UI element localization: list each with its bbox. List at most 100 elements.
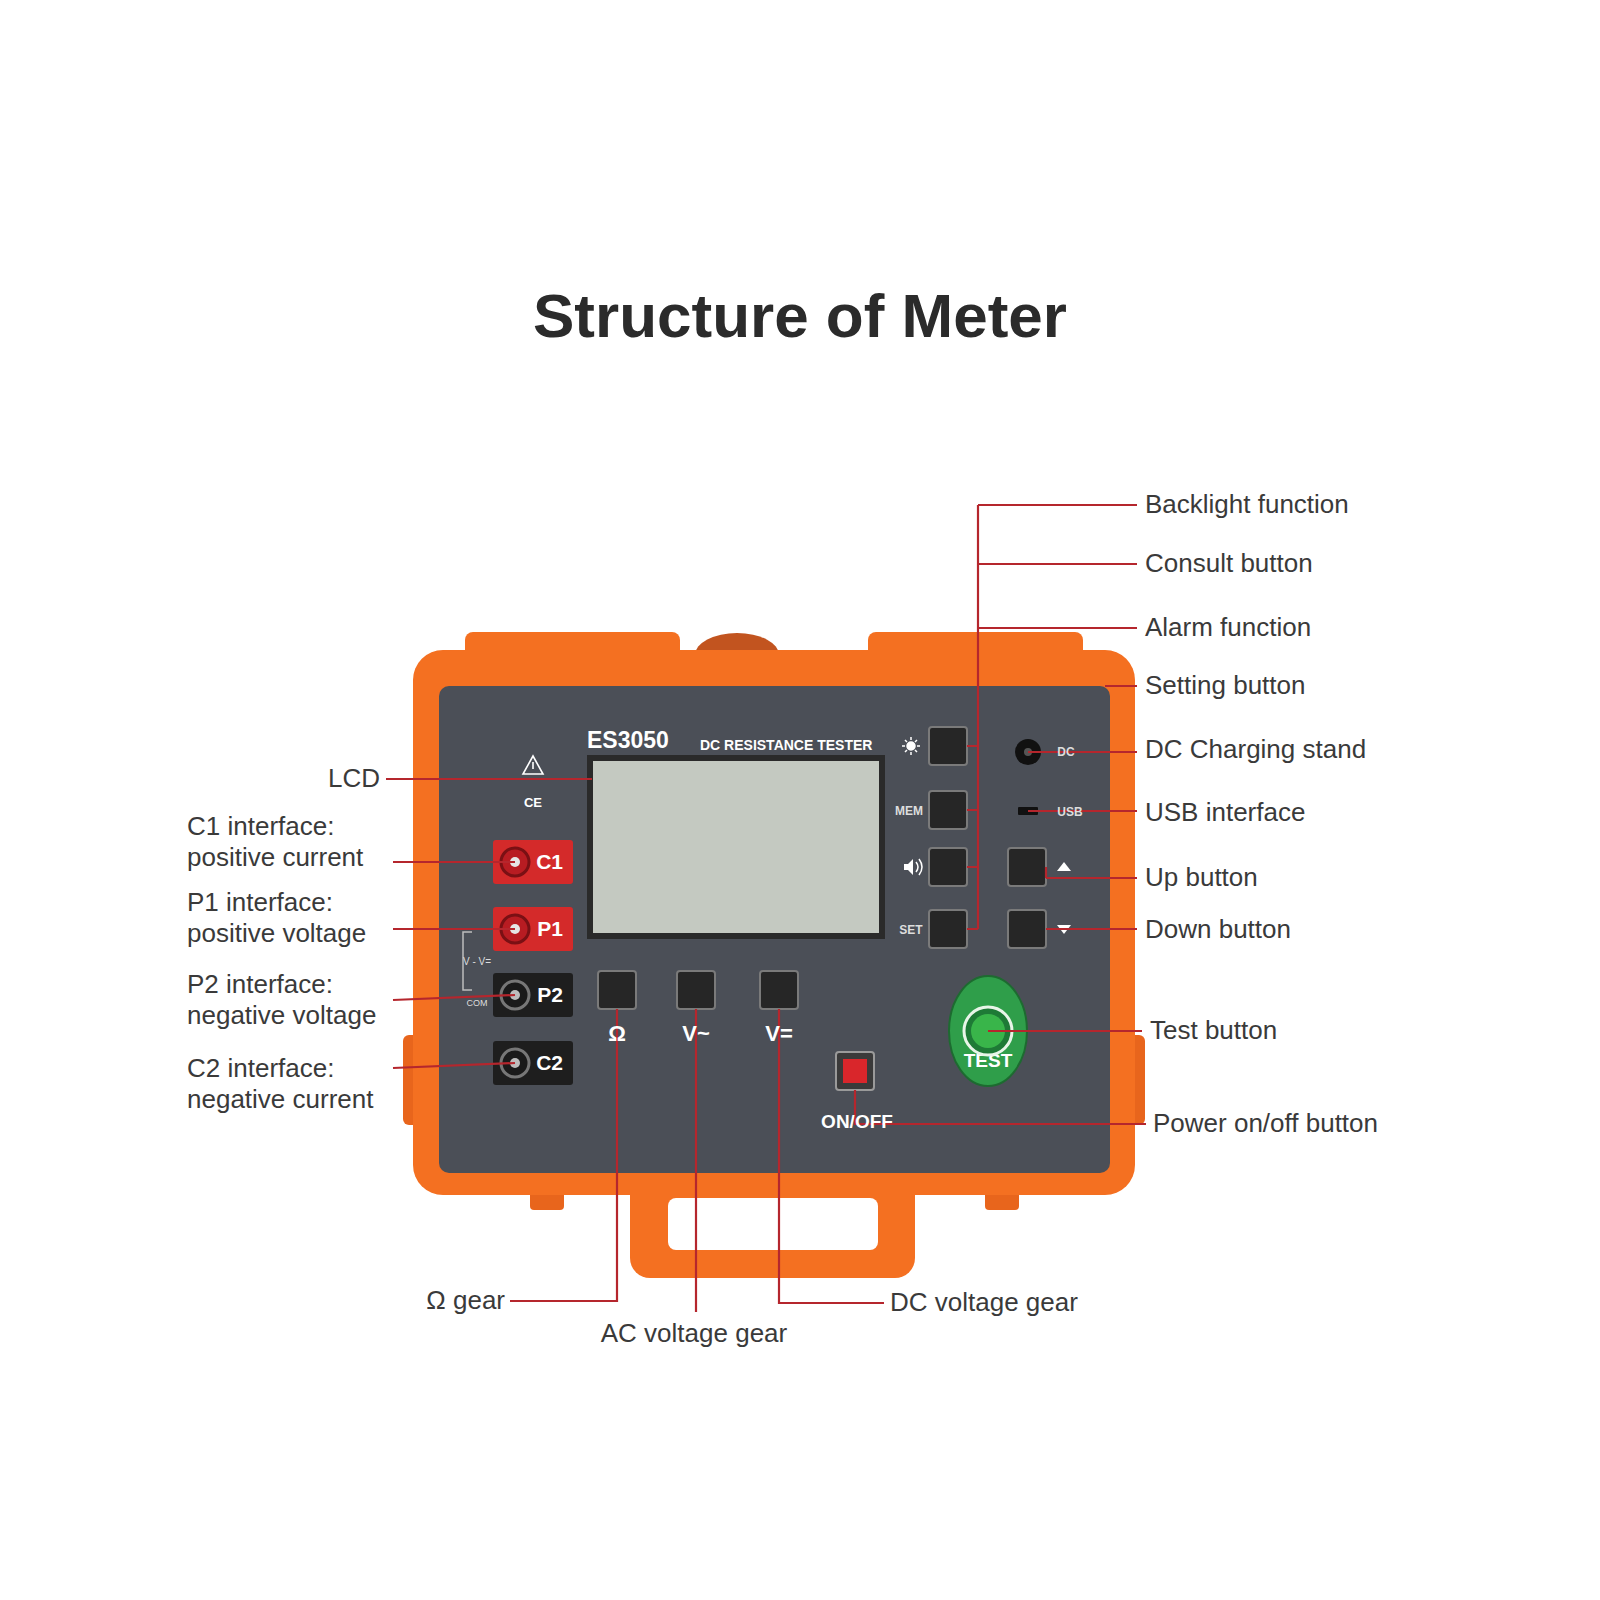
case-tab	[403, 1035, 427, 1125]
down-arrow	[1057, 925, 1071, 934]
jack-socket	[501, 981, 529, 1009]
front-panel	[439, 686, 1110, 1173]
meter-case	[413, 650, 1135, 1195]
callout-label: USB interface	[1145, 797, 1305, 828]
callout-label: Down button	[1145, 914, 1291, 945]
leader-lines	[386, 505, 1146, 1312]
mem-key	[929, 791, 967, 829]
terminal-plate: P1	[493, 907, 573, 951]
leader-line	[978, 505, 1137, 686]
callout-label: Backlight function	[1145, 489, 1349, 520]
speaker-icon	[904, 859, 922, 875]
jack-pin	[510, 990, 520, 1000]
leader-line	[855, 1090, 1146, 1124]
leader-line	[393, 995, 515, 1000]
jack-socket	[501, 1049, 529, 1077]
product-name: DC RESISTANCE TESTER	[700, 737, 872, 754]
leader-line	[1046, 928, 1137, 930]
callout-label: P1 interface: positive voltage	[187, 887, 402, 949]
case-bump	[465, 632, 680, 677]
callout-label: LCD	[328, 763, 380, 794]
leader-line	[1046, 867, 1137, 878]
acv-key	[677, 971, 715, 1009]
backlight-key	[929, 727, 967, 765]
key-marking: SET	[899, 923, 922, 937]
terminal-plate: P2	[493, 973, 573, 1017]
leader-line	[695, 1009, 697, 1312]
backlight-icon	[902, 737, 920, 755]
terminal-name: C2	[536, 1050, 563, 1075]
test-key: TEST	[948, 975, 1028, 1087]
case-foot	[985, 1170, 1019, 1210]
terminal-marking: V - V=	[463, 956, 491, 968]
case-bump	[868, 632, 1083, 677]
jack-group	[501, 848, 529, 1077]
callout-label: P2 interface: negative voltage	[187, 969, 402, 1031]
terminal-name: C1	[536, 849, 563, 874]
terminal-marking: COM	[467, 998, 488, 1009]
callout-label: DC voltage gear	[890, 1287, 1078, 1318]
test-key-ring	[964, 1007, 1012, 1055]
leader-line	[393, 928, 515, 930]
callout-label: DC Charging stand	[1145, 734, 1366, 765]
leader-line	[988, 1030, 1142, 1032]
power-key-cap	[843, 1059, 867, 1083]
up-arrow	[1057, 862, 1071, 871]
callout-label: Up button	[1145, 862, 1258, 893]
callout-label: AC voltage gear	[601, 1318, 787, 1349]
jack-pin	[510, 1058, 520, 1068]
terminal-name: P2	[537, 982, 563, 1007]
dc-jack	[1015, 739, 1041, 765]
lcd-screen	[593, 761, 879, 933]
dc-jack-pin	[1024, 748, 1032, 756]
dcv-key	[760, 971, 798, 1009]
port-marking: USB	[1057, 805, 1082, 819]
lcd-frame	[587, 755, 885, 939]
key-marking: TEST	[964, 1050, 1013, 1073]
callout-label: Consult button	[1145, 548, 1313, 579]
alarm-key	[929, 848, 967, 886]
leader-line	[393, 861, 515, 863]
warning-symbol	[523, 756, 543, 774]
key-marking: ON/OFF	[821, 1111, 893, 1134]
oval-shape	[949, 976, 1027, 1086]
key-marking: MEM	[895, 804, 923, 818]
callout-label: Ω gear	[426, 1285, 505, 1316]
ohm-key	[598, 971, 636, 1009]
power-key	[836, 1052, 874, 1090]
callout-label: Power on/off button	[1153, 1108, 1378, 1139]
case-foot	[530, 1170, 564, 1210]
model-name: ES3050	[587, 727, 669, 755]
leader-line	[1028, 751, 1137, 753]
leader-line	[510, 1009, 617, 1301]
test-key-cap	[971, 1014, 1005, 1048]
case-tab	[1121, 1035, 1145, 1125]
leader-line	[386, 778, 592, 780]
port-marking: DC	[1057, 745, 1074, 759]
ce-mark: CE	[524, 795, 542, 811]
case-knob	[695, 633, 779, 677]
jack-socket	[501, 848, 529, 876]
terminal-name: P1	[537, 916, 563, 941]
jack-socket	[501, 915, 529, 943]
up-key	[1008, 848, 1046, 886]
terminal-plate: C1	[493, 840, 573, 884]
leader-line	[967, 746, 978, 929]
set-key	[929, 910, 967, 948]
page-title: Structure of Meter	[533, 279, 1067, 353]
down-key	[1008, 910, 1046, 948]
callout-label: Test button	[1150, 1015, 1277, 1046]
key-marking: Ω	[608, 1021, 626, 1047]
handle-opening	[668, 1198, 878, 1250]
callout-label: Setting button	[1145, 670, 1305, 701]
callout-label: C2 interface: negative current	[187, 1053, 402, 1115]
key-marking: V=	[765, 1021, 793, 1047]
jack-pin	[510, 924, 520, 934]
usb-port	[1018, 807, 1038, 815]
callout-label: Alarm function	[1145, 612, 1311, 643]
key-marking: V~	[682, 1021, 710, 1047]
button-group	[598, 727, 1046, 1009]
